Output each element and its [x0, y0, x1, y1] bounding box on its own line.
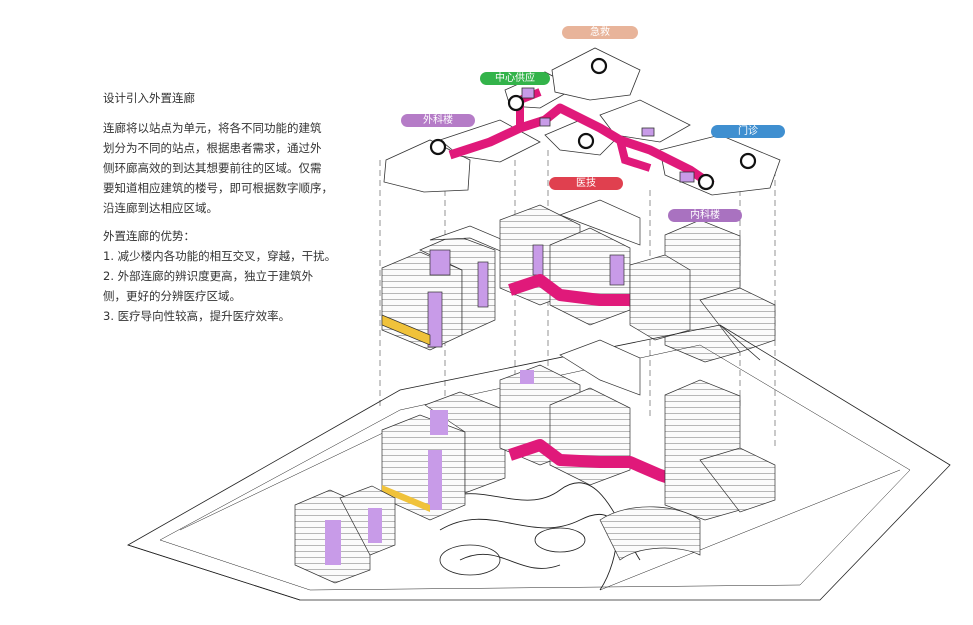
- tag-internal: 内科楼: [668, 209, 742, 222]
- tag-outpatient: 门诊: [711, 125, 785, 138]
- description-panel: 设计引入外置连廊 连廊将以站点为单元，将各不同功能的建筑 划分为不同的站点，根据…: [103, 88, 373, 326]
- desc-line: 要知道相应建筑的楼号，即可根据数字顺序，: [103, 181, 333, 195]
- slab-surgery: [383, 139, 471, 193]
- desc-line: 侧环廊高效的到达其想要前往的区域。仅需: [103, 161, 322, 175]
- tag-surgery: 外科楼: [401, 114, 475, 127]
- desc-line: 沿连廊到达相应区域。: [103, 201, 218, 215]
- corridor-level: [383, 47, 781, 196]
- tag-medtech: 医技: [549, 177, 623, 190]
- site-level: [127, 324, 951, 601]
- buildings-level: [381, 199, 776, 363]
- intro-title: 设计引入外置连廊: [103, 91, 195, 105]
- corridor-path: [448, 103, 715, 189]
- desc-line: 连廊将以站点为单元，将各不同功能的建筑: [103, 121, 322, 135]
- advantage-item: 2. 外部连廊的辨识度更高，独立于建筑外: [103, 269, 314, 283]
- advantage-item: 1. 减少楼内各功能的相互交叉，穿越，干扰。: [103, 249, 337, 263]
- advantages-title: 外置连廊的优势：: [103, 229, 195, 243]
- slab-emergency: [551, 47, 641, 101]
- tag-emergency: 急救: [562, 26, 638, 39]
- advantage-item: 3. 医疗导向性较高，提升医疗效率。: [103, 309, 291, 323]
- station-markers: [429, 57, 757, 191]
- advantage-item: 侧，更好的分辨医疗区域。: [103, 289, 241, 303]
- tag-central-supply: 中心供应: [480, 72, 550, 85]
- desc-line: 划分为不同的站点，根据患者需求，通过外: [103, 141, 322, 155]
